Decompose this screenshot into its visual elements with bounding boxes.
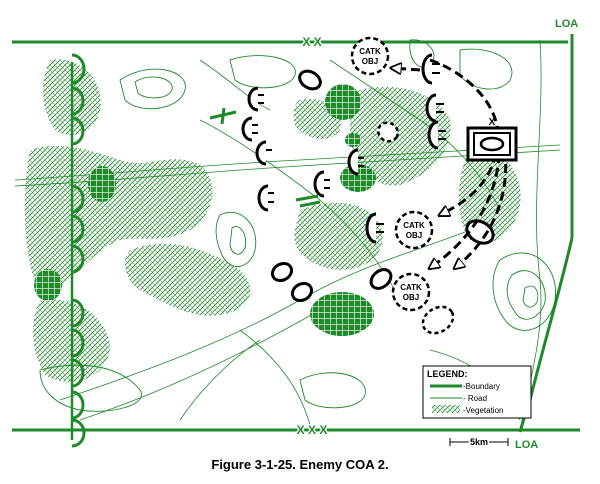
svg-text:OBJ: OBJ <box>406 231 422 240</box>
defensive-positions <box>71 53 86 448</box>
figure-caption: Figure 3-1-25. Enemy COA 2. <box>211 457 389 472</box>
legend-title: LEGEND: <box>427 369 468 379</box>
hq-echelon: X <box>489 117 496 128</box>
legend-vegetation-label: -Vegetation <box>463 406 503 415</box>
scale-label: 5km <box>470 437 488 447</box>
svg-text:CATK: CATK <box>403 221 425 230</box>
loa-label-top: LOA <box>555 18 578 30</box>
obstacles <box>209 107 321 208</box>
vegetation-areas <box>24 59 521 382</box>
boundary-labels: X X X X X LOA LOA <box>295 18 578 451</box>
engagement-areas <box>34 84 376 336</box>
hq-symbol: X <box>466 117 518 162</box>
catk-obj-3: CATK OBJ <box>391 272 431 312</box>
legend-road-label: - Road <box>463 394 487 403</box>
svg-text:OBJ: OBJ <box>362 57 378 66</box>
scale-bar: 5km <box>449 436 509 449</box>
svg-text:CATK: CATK <box>400 283 422 292</box>
catk-obj-1: CATK OBJ <box>350 36 390 76</box>
enemy-coa-map: X X X X X LOA LOA <box>12 18 580 451</box>
top-boundary-echelon: X X <box>302 35 321 49</box>
boundaries <box>12 34 580 440</box>
svg-text:CATK: CATK <box>359 47 381 56</box>
unit-symbols <box>241 53 495 303</box>
legend: LEGEND: -Boundary - Road -Vegetation <box>422 365 532 419</box>
dashed-units <box>376 121 455 335</box>
legend-boundary-label: -Boundary <box>463 382 500 391</box>
bottom-boundary-echelon: X X X <box>297 423 328 437</box>
legend-vegetation-symbol <box>432 405 460 413</box>
catk-objectives: CATK OBJ CATK OBJ CATK OBJ <box>350 36 434 312</box>
svg-text:OBJ: OBJ <box>403 293 419 302</box>
loa-label-bottom: LOA <box>515 439 538 451</box>
catk-obj-2: CATK OBJ <box>394 210 434 250</box>
